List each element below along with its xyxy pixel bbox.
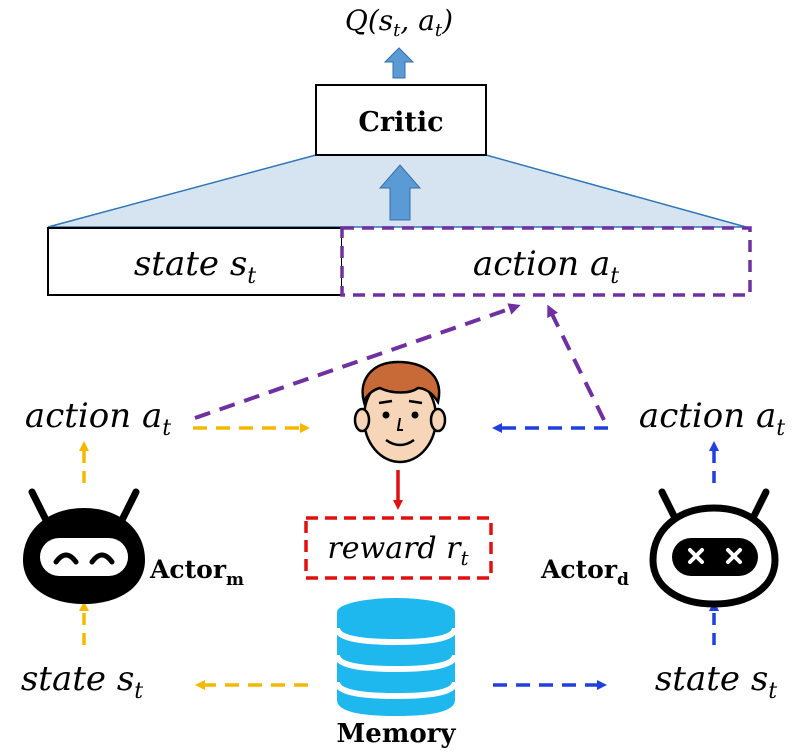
critic-box — [315, 84, 487, 156]
action-box — [340, 226, 752, 297]
actor-m-action-label: action at — [25, 396, 171, 441]
critic-output-arrow — [383, 47, 415, 79]
actor-d-action-label: action at — [639, 396, 785, 441]
purple-arrow-right — [547, 304, 606, 421]
actor-d-state-label: state st — [655, 659, 777, 704]
robot-happy-icon — [23, 488, 145, 604]
reward-box — [304, 516, 493, 580]
database-icon — [334, 598, 458, 716]
critic-input-arrow — [378, 164, 422, 221]
critic-output-label: Q(st, at) — [345, 4, 453, 41]
actor-d-label: Actord — [540, 555, 629, 590]
action-box-label: action at — [473, 244, 619, 289]
actor-m-state-label: state st — [21, 659, 143, 704]
state-box-label: state st — [134, 244, 256, 289]
robot-dead-icon — [649, 488, 779, 608]
actor-m-label: Actorm — [149, 555, 244, 590]
critic-label: Critic — [358, 107, 443, 138]
reward-label: reward rt — [327, 531, 469, 570]
purple-arrow-left — [194, 303, 521, 420]
memory-label: Memory — [337, 719, 457, 749]
human-face-icon — [353, 360, 447, 464]
